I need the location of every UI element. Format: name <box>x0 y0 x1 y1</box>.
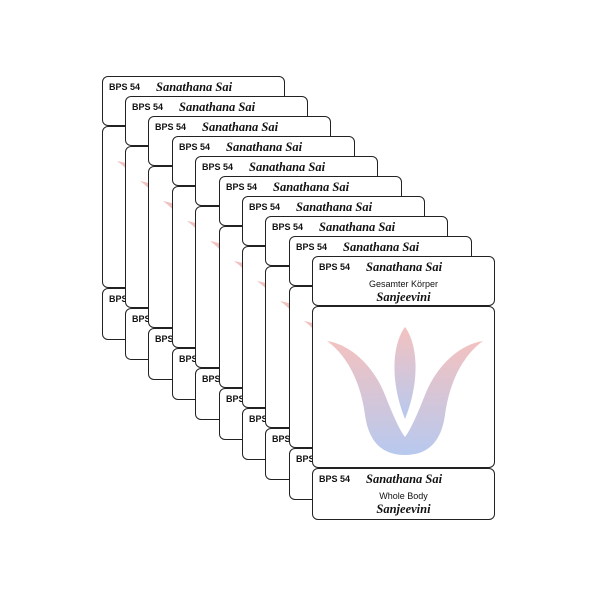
product-code: BPS 54 <box>319 474 351 484</box>
card-header: BPS 54 Sanathana Sai <box>272 220 441 236</box>
label-card: BPS 54 Sanathana Sai Gesamter Körper San… <box>312 256 497 520</box>
subtitle-english: Whole Body <box>379 491 428 501</box>
product-code: BPS 54 <box>132 102 164 112</box>
brand-name: Sanathana Sai <box>273 180 350 194</box>
brand-name: Sanathana Sai <box>226 140 303 154</box>
subtitle-german: Gesamter Körper <box>368 279 439 289</box>
product-code: BPS 54 <box>155 122 187 132</box>
product-code: BPS 54 <box>109 82 141 92</box>
brand-name: Sanathana Sai <box>366 260 443 274</box>
product-code: BPS 54 <box>272 434 304 444</box>
product-code: BPS 54 <box>296 242 328 252</box>
card-header: BPS 54 Sanathana Sai <box>296 240 465 256</box>
product-code: BPS 54 <box>226 182 258 192</box>
lotus-icon <box>327 327 483 455</box>
product-code: BPS 54 <box>202 374 234 384</box>
product-code: BPS 54 <box>249 414 280 424</box>
brand-name: Sanathana Sai <box>343 240 420 254</box>
card-image-section <box>312 306 495 468</box>
product-code: BPS 54 <box>179 142 211 152</box>
brand-name: Sanathana Sai <box>296 200 373 214</box>
card-header: BPS 54 Sanathana Sai <box>109 80 278 96</box>
brand-name: Sanathana Sai <box>156 80 233 94</box>
brand-name: Sanathana Sai <box>319 220 396 234</box>
product-code: BPS 54 <box>179 354 210 364</box>
card-header: BPS 54 Sanathana Sai <box>179 140 348 156</box>
product-code: BPS 54 <box>226 394 257 404</box>
product-code: BPS 54 <box>319 262 351 272</box>
brand-name: Sanathana Sai <box>202 120 279 134</box>
product-code: BPS 54 <box>202 162 234 172</box>
brand-name: Sanathana Sai <box>249 160 326 174</box>
card-bottom-section: BPS 54 Sanathana Sai Whole Body Sanjeevi… <box>312 468 495 520</box>
product-code: BPS 54 <box>155 334 187 344</box>
card-header: BPS 54 Sanathana Sai <box>155 120 324 136</box>
remedy-title: Sanjeevini <box>376 290 431 304</box>
product-code: BPS 54 <box>109 294 140 304</box>
product-code: BPS 54 <box>272 222 304 232</box>
card-header-bottom: BPS 54 Sanathana Sai <box>319 472 488 488</box>
product-code: BPS 54 <box>296 454 327 464</box>
card-header: BPS 54 Sanathana Sai <box>319 260 488 276</box>
card-top-section: BPS 54 Sanathana Sai Gesamter Körper San… <box>312 256 495 306</box>
brand-name: Sanathana Sai <box>179 100 256 114</box>
product-code: BPS 54 <box>249 202 281 212</box>
product-code: BPS 54 <box>132 314 163 324</box>
card-header: BPS 54 Sanathana Sai <box>132 100 301 116</box>
card-header: BPS 54 Sanathana Sai <box>226 180 395 196</box>
remedy-title: Sanjeevini <box>376 502 431 516</box>
card-header: BPS 54 Sanathana Sai <box>249 200 418 216</box>
brand-name: Sanathana Sai <box>366 472 443 486</box>
card-header: BPS 54 Sanathana Sai <box>202 160 371 176</box>
